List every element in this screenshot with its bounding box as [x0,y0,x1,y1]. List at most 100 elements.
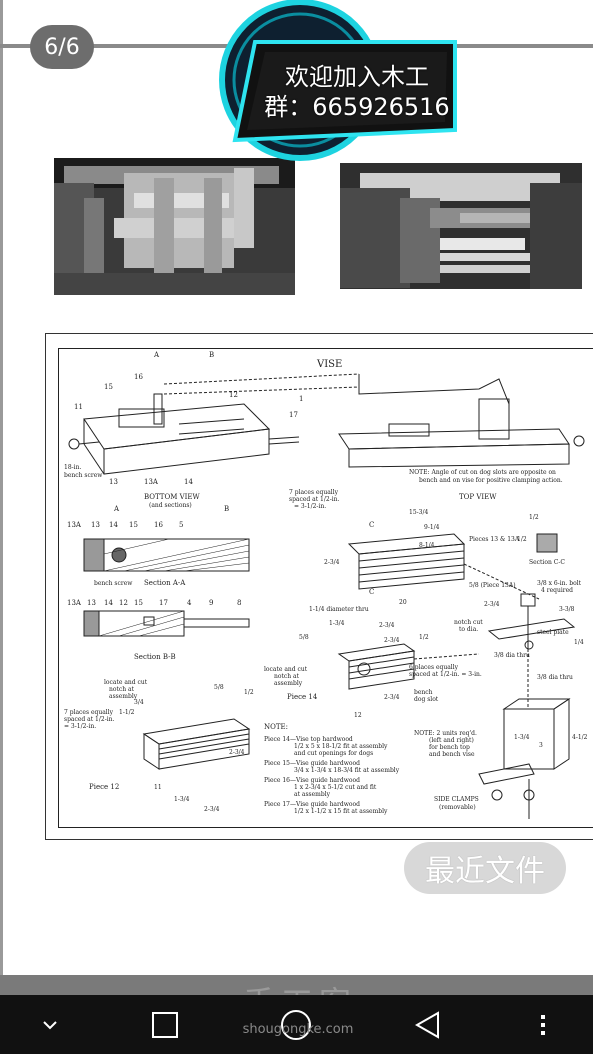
promo-banner [219,0,457,161]
promo-banner-text: 欢迎加入木工 群：665926516 [262,62,452,122]
svg-text:NOTE: 2 units req'd.: NOTE: 2 units req'd. [414,730,477,737]
svg-text:16: 16 [134,373,143,381]
svg-text:2-3/4: 2-3/4 [324,559,340,566]
nav-recents-button[interactable] [135,995,195,1054]
nav-down-button[interactable] [20,995,80,1054]
svg-text:notch at: notch at [109,686,135,693]
svg-text:13A: 13A [67,521,82,529]
svg-text:spaced at 1/2-in. = 3-in.: spaced at 1/2-in. = 3-in. [409,671,482,678]
svg-text:3/4: 3/4 [134,699,144,706]
svg-text:15: 15 [134,599,143,607]
svg-text:Pieces 13 & 13A: Pieces 13 & 13A [469,536,520,543]
svg-text:4: 4 [187,599,192,607]
svg-text:5: 5 [179,521,183,529]
svg-text:1/2: 1/2 [244,689,254,696]
svg-text:assembly: assembly [274,680,303,687]
svg-text:= 3-1/2-in.: = 3-1/2-in. [294,503,326,510]
svg-text:14: 14 [184,478,193,486]
svg-text:(left and right): (left and right) [429,737,474,744]
svg-text:and cut openings for dogs: and cut openings for dogs [294,750,373,757]
svg-text:13: 13 [91,521,100,529]
svg-text:notch cut: notch cut [454,619,483,626]
back-triangle-icon [414,1010,439,1039]
home-circle-icon [281,1009,311,1040]
svg-text:2-3/4: 2-3/4 [384,694,400,701]
svg-text:1-1/2: 1-1/2 [119,709,135,716]
svg-text:3/8 dia thru: 3/8 dia thru [494,652,530,659]
workbench-photo-left [54,158,295,295]
svg-text:1-3/4: 1-3/4 [174,796,190,803]
bottom-strip [0,975,593,995]
svg-text:15: 15 [129,521,138,529]
svg-text:3/8 dia thru: 3/8 dia thru [537,674,573,681]
svg-text:9-1/4: 9-1/4 [424,524,440,531]
recent-files-button[interactable]: 最近文件 [404,842,566,894]
svg-text:steel plate: steel plate [537,629,569,636]
nav-menu-button[interactable] [513,995,573,1054]
vise-diagram-inner: VISE [58,348,593,828]
svg-text:B: B [224,505,229,513]
svg-text:Section C-C: Section C-C [529,559,565,566]
svg-text:3-3/8: 3-3/8 [559,606,575,613]
svg-text:1/2 x 5 x 18-1/2 fit at assemb: 1/2 x 5 x 18-1/2 fit at assembly [294,743,388,750]
svg-text:17: 17 [289,411,298,419]
svg-text:TOP VIEW: TOP VIEW [459,493,497,501]
svg-text:15-3/4: 15-3/4 [409,509,429,516]
svg-text:11: 11 [154,784,162,791]
svg-text:bench and on vise for positive: bench and on vise for positive clamping … [419,477,563,484]
svg-text:Piece 15—Vise guide hardwood: Piece 15—Vise guide hardwood [264,760,360,767]
svg-text:Section A-A: Section A-A [144,579,186,587]
svg-text:13: 13 [87,599,96,607]
svg-text:4 required: 4 required [541,587,573,594]
svg-text:Piece 14—Vise top hardwood: Piece 14—Vise top hardwood [264,736,353,743]
svg-text:14: 14 [109,521,118,529]
svg-text:12: 12 [229,391,238,399]
nav-back-button[interactable] [398,995,458,1054]
svg-text:C: C [369,521,374,529]
nav-home-button[interactable] [266,995,326,1054]
svg-text:1: 1 [299,395,303,403]
svg-text:Piece 14: Piece 14 [287,693,318,701]
svg-text:Piece 17—Vise guide hardwood: Piece 17—Vise guide hardwood [264,801,360,808]
svg-text:to dia.: to dia. [459,626,478,633]
svg-text:bench screw: bench screw [94,580,133,587]
svg-text:B: B [209,351,214,359]
svg-text:bench: bench [414,689,433,696]
chevron-down-icon [43,1020,57,1029]
more-vertical-icon [541,1014,545,1035]
svg-text:for bench top: for bench top [429,744,470,751]
svg-text:assembly: assembly [109,693,138,700]
svg-text:1/4: 1/4 [574,639,584,646]
svg-text:2-3/4: 2-3/4 [229,749,245,756]
svg-text:8: 8 [237,599,241,607]
svg-text:2-3/4: 2-3/4 [384,637,400,644]
svg-text:bench screw: bench screw [64,472,103,479]
page-left-edge [0,0,3,975]
svg-text:1/2 x 1-1/2 x 15 fit at assemb: 1/2 x 1-1/2 x 15 fit at assembly [294,808,388,815]
svg-text:SIDE CLAMPS: SIDE CLAMPS [434,796,479,803]
svg-text:= 3-1/2-in.: = 3-1/2-in. [64,723,96,730]
svg-text:(removable): (removable) [439,804,476,811]
svg-text:13: 13 [109,478,118,486]
svg-text:15: 15 [104,383,113,391]
svg-text:1/2: 1/2 [419,634,429,641]
svg-text:Piece 12: Piece 12 [89,783,119,791]
svg-text:1-3/4: 1-3/4 [329,620,345,627]
svg-text:2-3/4: 2-3/4 [484,601,500,608]
system-nav-bar [0,995,593,1054]
svg-text:Piece 16—Vise guide hardwood: Piece 16—Vise guide hardwood [264,777,360,784]
workbench-photo-right [340,163,582,289]
svg-text:1/2: 1/2 [517,536,527,543]
svg-text:13A: 13A [67,599,82,607]
svg-text:3/8 x 6-in. bolt: 3/8 x 6-in. bolt [537,580,582,587]
svg-text:2-3/4: 2-3/4 [379,622,395,629]
svg-text:Section B-B: Section B-B [134,653,176,661]
svg-text:1-1/4 diameter thru: 1-1/4 diameter thru [309,606,369,613]
svg-text:A: A [153,351,160,359]
vise-drawing: VISE [64,351,588,819]
svg-text:12: 12 [354,712,362,719]
svg-text:notch at: notch at [274,673,300,680]
svg-text:5/8: 5/8 [299,634,309,641]
svg-text:5/8 (Piece 13A): 5/8 (Piece 13A) [469,582,516,589]
promo-line-1: 欢迎加入木工 [285,63,429,91]
